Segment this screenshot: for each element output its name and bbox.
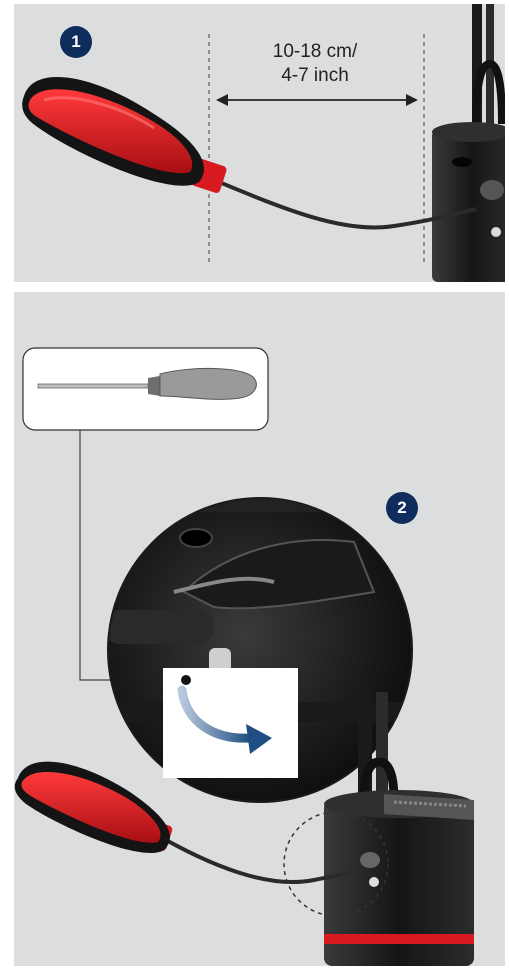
leader-dot [181, 675, 191, 685]
distance-metric: 10-18 cm/ [240, 40, 390, 64]
pump-icon [432, 4, 505, 282]
distance-imperial: 4-7 inch [240, 64, 390, 88]
step-2-badge: 2 [386, 492, 418, 524]
float-switch-icon [15, 762, 174, 853]
distance-arrow-icon [216, 94, 418, 106]
step-1-panel: 1 10-18 cm/ 4-7 inch [14, 4, 505, 282]
distance-label: 10-18 cm/ 4-7 inch [240, 40, 390, 88]
step-1-badge: 1 [60, 26, 92, 58]
rotate-arrow-box [163, 668, 298, 778]
float-switch-icon [22, 77, 227, 194]
step-2-panel: 2 [14, 292, 505, 966]
screwdriver-card [23, 348, 268, 430]
step-2-illustration [14, 292, 505, 966]
